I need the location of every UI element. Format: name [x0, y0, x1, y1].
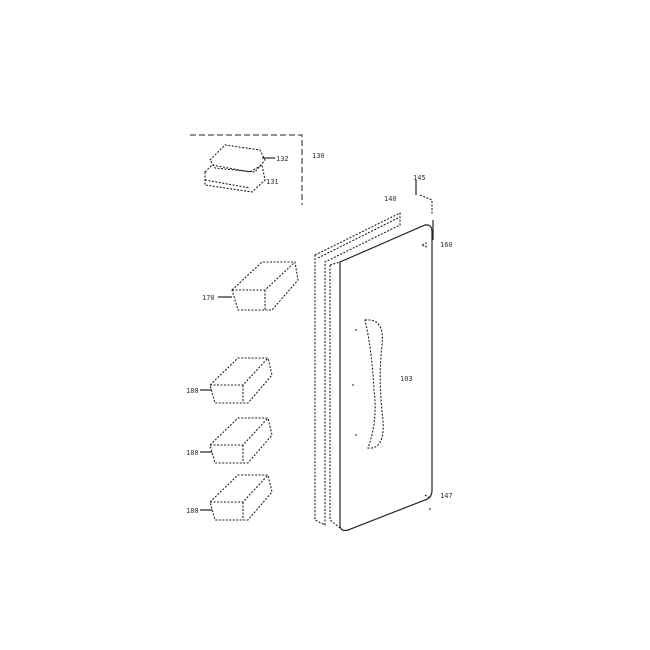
dairy-cover-kit	[204, 144, 275, 193]
door-bin-1	[200, 357, 273, 404]
door-panel	[329, 224, 433, 532]
label-kit-part-b: 131	[266, 178, 279, 186]
label-kit-part-a: 132	[276, 155, 289, 163]
label-hinge-pin: 145	[413, 174, 426, 182]
door-gasket	[314, 212, 401, 526]
door-bin-upper	[218, 261, 299, 311]
label-bin-1: 180	[186, 387, 199, 395]
label-hinge-bracket: 140	[384, 195, 397, 203]
kit-group-outline	[190, 134, 303, 205]
door-bin-2	[200, 417, 273, 464]
label-lower-hinge: 147	[440, 492, 453, 500]
label-bin-upper: 170	[202, 294, 215, 302]
top-hinge	[415, 180, 434, 240]
door-bin-3	[200, 474, 273, 521]
label-door-corner: 160	[440, 241, 453, 249]
door-handle	[364, 319, 384, 449]
label-group-kit: 130	[312, 152, 325, 160]
label-door-panel: 103	[400, 375, 413, 383]
label-bin-3: 180	[186, 507, 199, 515]
label-bin-2: 180	[186, 449, 199, 457]
